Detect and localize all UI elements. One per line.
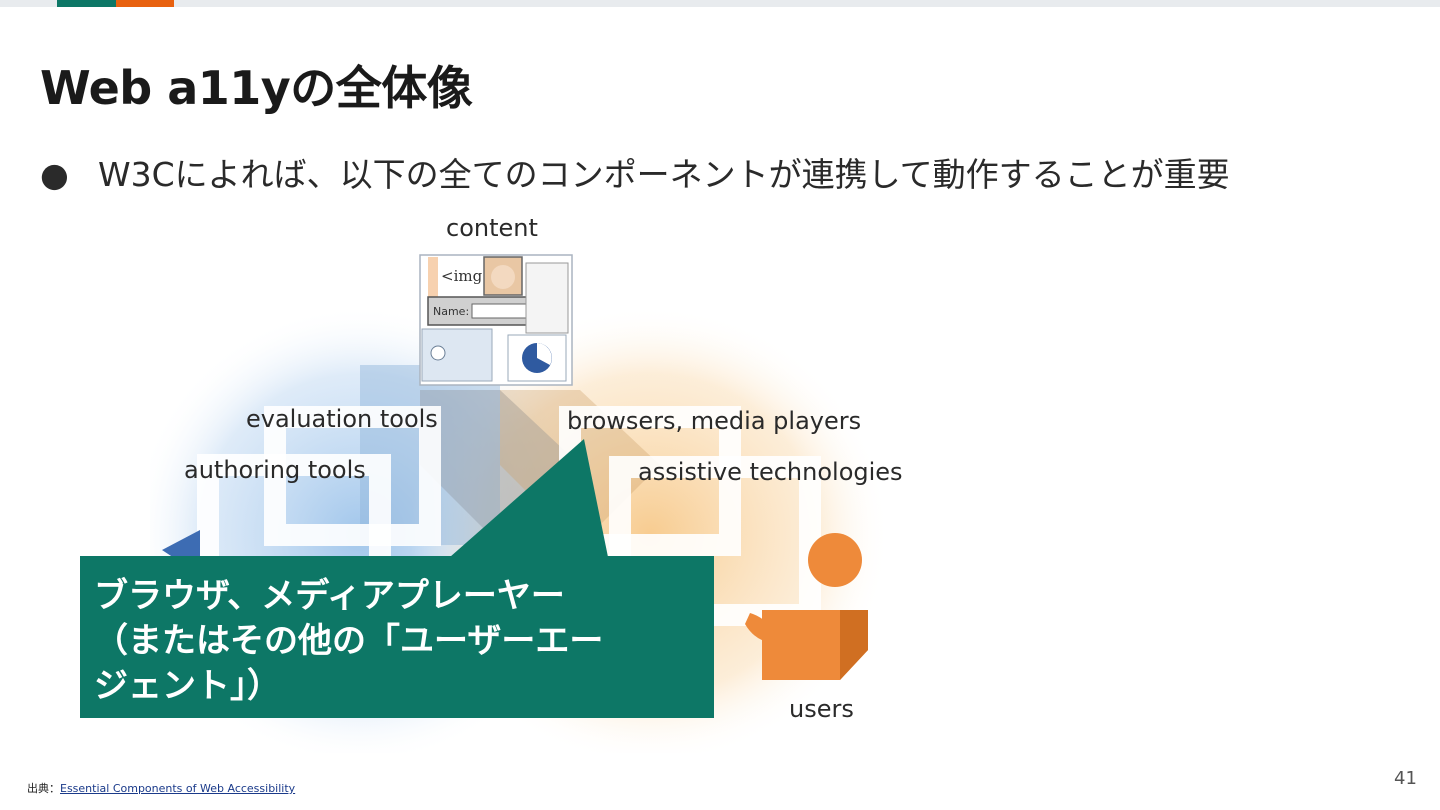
user-body-shade xyxy=(840,610,868,680)
user-figure xyxy=(745,533,868,680)
user-head-icon xyxy=(808,533,862,587)
weather-icon xyxy=(430,345,446,361)
bullet-item: ● W3Cによれば、以下の全てのコンポーネントが連携して動作することが重要 xyxy=(40,148,1230,196)
label-assistive-technologies: assistive technologies xyxy=(638,458,903,486)
accent-segment-orange xyxy=(116,0,174,7)
callout-text: ブラウザ、メディアプレーヤー （またはその他の「ユーザーエー ジェント」） xyxy=(94,574,694,709)
source-prefix: 出典： xyxy=(27,782,60,795)
callout-line-3: ジェント」） xyxy=(94,666,281,706)
source-citation: 出典：Essential Components of Web Accessibi… xyxy=(27,780,295,796)
page-number: 41 xyxy=(1394,768,1417,789)
label-authoring-tools: authoring tools xyxy=(184,456,366,484)
name-field-box xyxy=(471,303,529,319)
img-tag-label: <img xyxy=(441,267,483,285)
top-accent-bar xyxy=(0,0,1440,7)
bullet-marker: ● xyxy=(40,155,69,194)
evaluation-frame xyxy=(264,406,441,546)
text-lines-panel xyxy=(525,262,569,334)
label-browsers-media-players: browsers, media players xyxy=(567,407,861,435)
accent-segment-green xyxy=(57,0,116,7)
label-users: users xyxy=(789,695,854,723)
name-field-label: Name: xyxy=(433,305,469,318)
label-content: content xyxy=(446,214,538,242)
slide-title: Web a11yの全体像 xyxy=(40,61,473,115)
callout-pointer xyxy=(450,439,608,557)
callout-line-1: ブラウザ、メディアプレーヤー xyxy=(94,576,565,616)
callout-box xyxy=(80,556,714,718)
baby-face xyxy=(491,265,515,289)
pie-chart-slice xyxy=(537,343,552,365)
label-evaluation-tools: evaluation tools xyxy=(246,405,438,433)
center-diamond-grey xyxy=(420,390,580,545)
callout-line-2: （またはその他の「ユーザーエー xyxy=(94,621,604,661)
bullet-text: W3Cによれば、以下の全てのコンポーネントが連携して動作することが重要 xyxy=(98,155,1230,194)
source-link[interactable]: Essential Components of Web Accessibilit… xyxy=(60,782,296,795)
user-hand-icon xyxy=(745,613,776,642)
content-card: <img Name: xyxy=(419,254,573,386)
